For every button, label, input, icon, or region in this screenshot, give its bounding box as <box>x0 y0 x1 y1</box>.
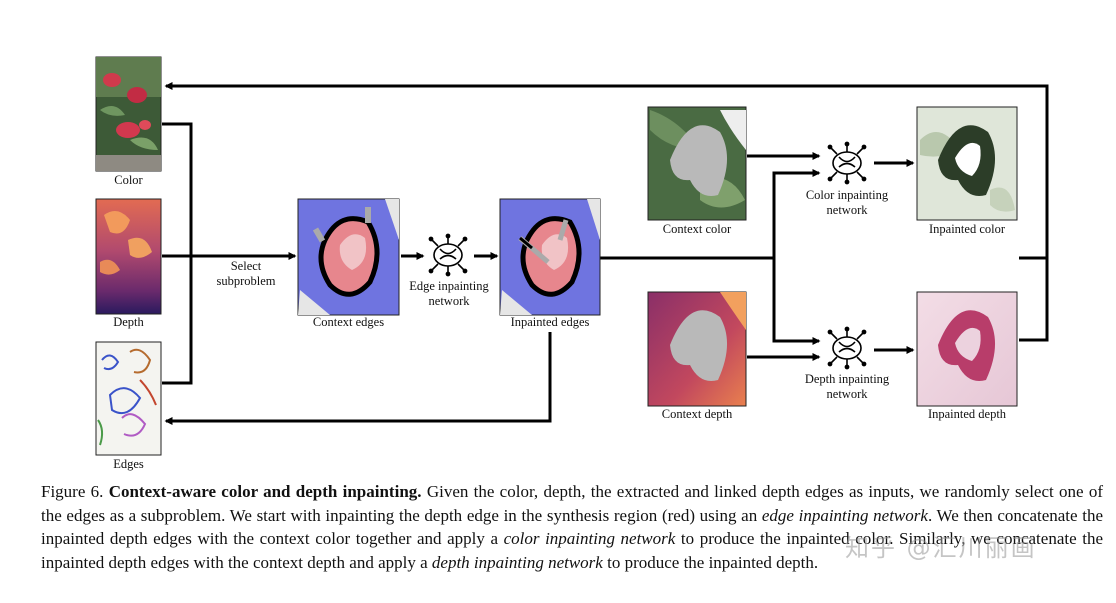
depth-network-brain-icon <box>827 326 867 370</box>
inpainted-edges-image <box>499 198 601 316</box>
context-edges-image <box>297 198 400 316</box>
feedback-arrow-top <box>164 82 1049 260</box>
context-edges-label: Context edges <box>312 315 385 329</box>
caption-fig-number: Figure 6. <box>41 482 104 501</box>
branch-up <box>772 169 821 258</box>
inpainted-depth-label: Inpainted depth <box>927 407 1007 421</box>
depth-network-label: Depth inpainting network <box>795 372 899 402</box>
depth-net-label-line1: Depth inpainting <box>804 372 890 386</box>
color-net-label-line1: Color inpainting <box>805 188 889 202</box>
caption-title: Context-aware color and depth inpainting… <box>108 482 422 501</box>
context-color-image <box>647 106 747 221</box>
color-net-label-line2: network <box>826 203 868 217</box>
select-label-line2: subproblem <box>216 274 276 288</box>
caption-term-depth-network: depth inpainting network <box>431 552 603 572</box>
connector-lines <box>162 82 1049 425</box>
color-label: Color <box>114 173 143 187</box>
inpainted-color-label: Inpainted color <box>928 222 1005 236</box>
edge-net-label-line1: Edge inpainting <box>409 279 489 293</box>
edges-input-image <box>95 341 162 456</box>
color-input-image <box>95 56 162 172</box>
edge-network-label: Edge inpainting network <box>402 279 496 309</box>
caption-term-edge-network: edge inpainting network <box>761 505 928 525</box>
caption-text-3: to produce the inpainted color. Similarl… <box>41 529 1103 572</box>
caption-text-2: . We then concatenate the inpainted dept… <box>41 505 1103 549</box>
figure-6-diagram: Color Depth Edges Select subproblem Cont… <box>95 56 1049 471</box>
context-color-label: Context color <box>662 222 732 236</box>
pipeline-svg <box>95 56 1049 456</box>
context-depth-image <box>647 291 747 407</box>
caption-text-4: to produce the inpainted depth. <box>602 552 819 572</box>
depth-input-image <box>95 198 162 315</box>
inpainted-edges-label: Inpainted edges <box>510 315 590 329</box>
select-label-line1: Select <box>230 259 262 273</box>
caption-term-color-network: color inpainting network <box>503 529 676 549</box>
select-subproblem-label: Select subproblem <box>200 259 292 289</box>
depth-net-label-line2: network <box>826 387 868 401</box>
inpainted-depth-image <box>916 291 1018 407</box>
watermark-text: 知乎 @汇川丽画 <box>845 534 1037 562</box>
inpainted-color-image <box>916 106 1018 221</box>
color-network-label: Color inpainting network <box>795 188 899 218</box>
depth-label: Depth <box>113 315 144 329</box>
edges-label: Edges <box>113 457 144 471</box>
caption-text-1: Given the color, depth, the extracted an… <box>41 482 1104 525</box>
edge-net-label-line2: network <box>428 294 470 308</box>
feedback-arrow-bottom <box>164 332 552 425</box>
depth-to-loop <box>1019 258 1049 342</box>
color-network-brain-icon <box>827 141 867 185</box>
edge-network-brain-icon <box>428 233 468 277</box>
context-depth-label: Context depth <box>661 407 733 421</box>
branch-down <box>772 258 821 345</box>
figure-caption: Figure 6. Context-aware color and depth … <box>41 480 1103 574</box>
input-bracket <box>162 122 193 385</box>
